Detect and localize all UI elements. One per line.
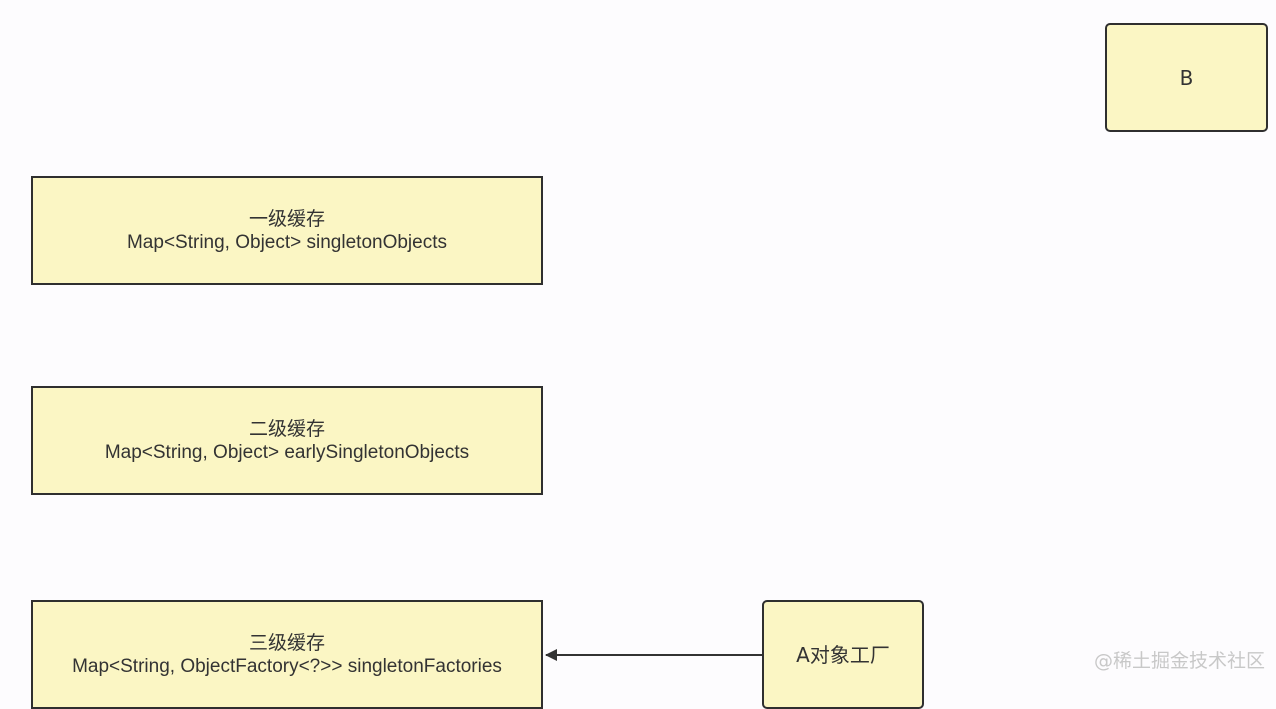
cache-level-1-detail: Map<String, Object> singletonObjects <box>126 231 447 253</box>
edges-layer <box>545 649 762 661</box>
cache-level-2-detail: Map<String, Object> earlySingletonObject… <box>104 441 470 463</box>
cache-level-1: 一级缓存 Map<String, Object> singletonObject… <box>31 176 543 285</box>
node-a-object-factory-label: A对象工厂 <box>796 642 890 667</box>
cache-level-3-detail: Map<String, ObjectFactory<?>> singletonF… <box>72 655 502 677</box>
node-b: B <box>1105 23 1268 132</box>
cache-level-3: 三级缓存 Map<String, ObjectFactory<?>> singl… <box>31 600 543 709</box>
cache-level-1-title: 一级缓存 <box>248 207 325 230</box>
node-b-label: B <box>1179 65 1194 90</box>
node-a-object-factory: A对象工厂 <box>762 600 924 709</box>
watermark: @稀土掘金技术社区 <box>1094 650 1266 672</box>
cache-level-2: 二级缓存 Map<String, Object> earlySingletonO… <box>31 386 543 495</box>
cache-level-2-title: 二级缓存 <box>248 417 325 440</box>
cache-level-3-title: 三级缓存 <box>248 631 325 654</box>
